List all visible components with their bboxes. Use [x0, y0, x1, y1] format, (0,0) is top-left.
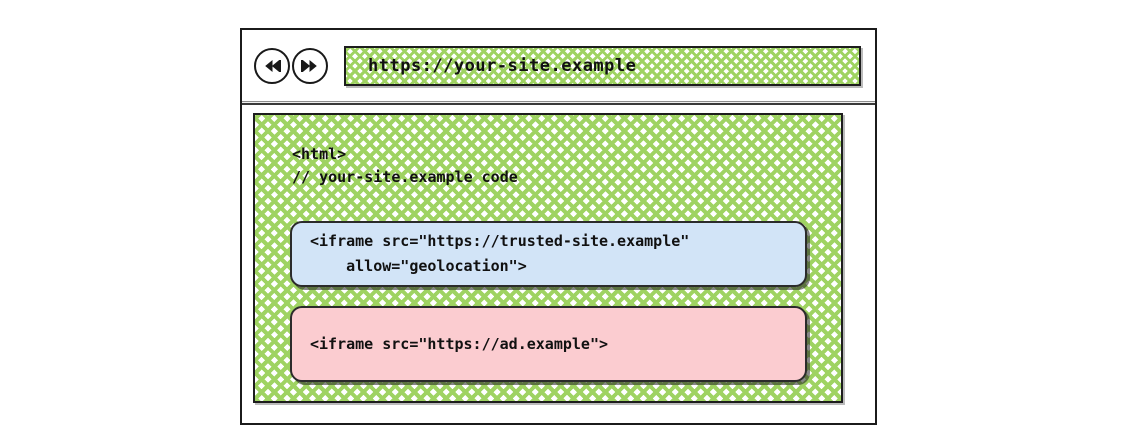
trusted-site-iframe[interactable]: <iframe src="https://trusted-site.exampl… — [290, 221, 807, 287]
ad-iframe-code: <iframe src="https://ad.example"> — [310, 334, 609, 353]
trusted-site-iframe-code: <iframe src="https://trusted-site.exampl… — [310, 232, 690, 275]
address-bar-text[interactable]: https://your-site.example — [368, 56, 637, 76]
fast-forward-icon — [300, 58, 320, 74]
address-bar[interactable]: https://your-site.example — [344, 46, 861, 86]
toolbar-separator — [242, 101, 875, 105]
forward-button[interactable] — [292, 48, 328, 84]
browser-toolbar: https://your-site.example — [242, 30, 875, 102]
browser-window: https://your-site.example <html> // your… — [240, 28, 877, 425]
page-viewport: <html> // your-site.example code <iframe… — [253, 113, 843, 403]
back-button[interactable] — [254, 48, 290, 84]
ad-iframe[interactable]: <iframe src="https://ad.example"> — [290, 306, 807, 382]
page-source-code: <html> // your-site.example code — [292, 145, 518, 186]
rewind-back-icon — [262, 58, 282, 74]
